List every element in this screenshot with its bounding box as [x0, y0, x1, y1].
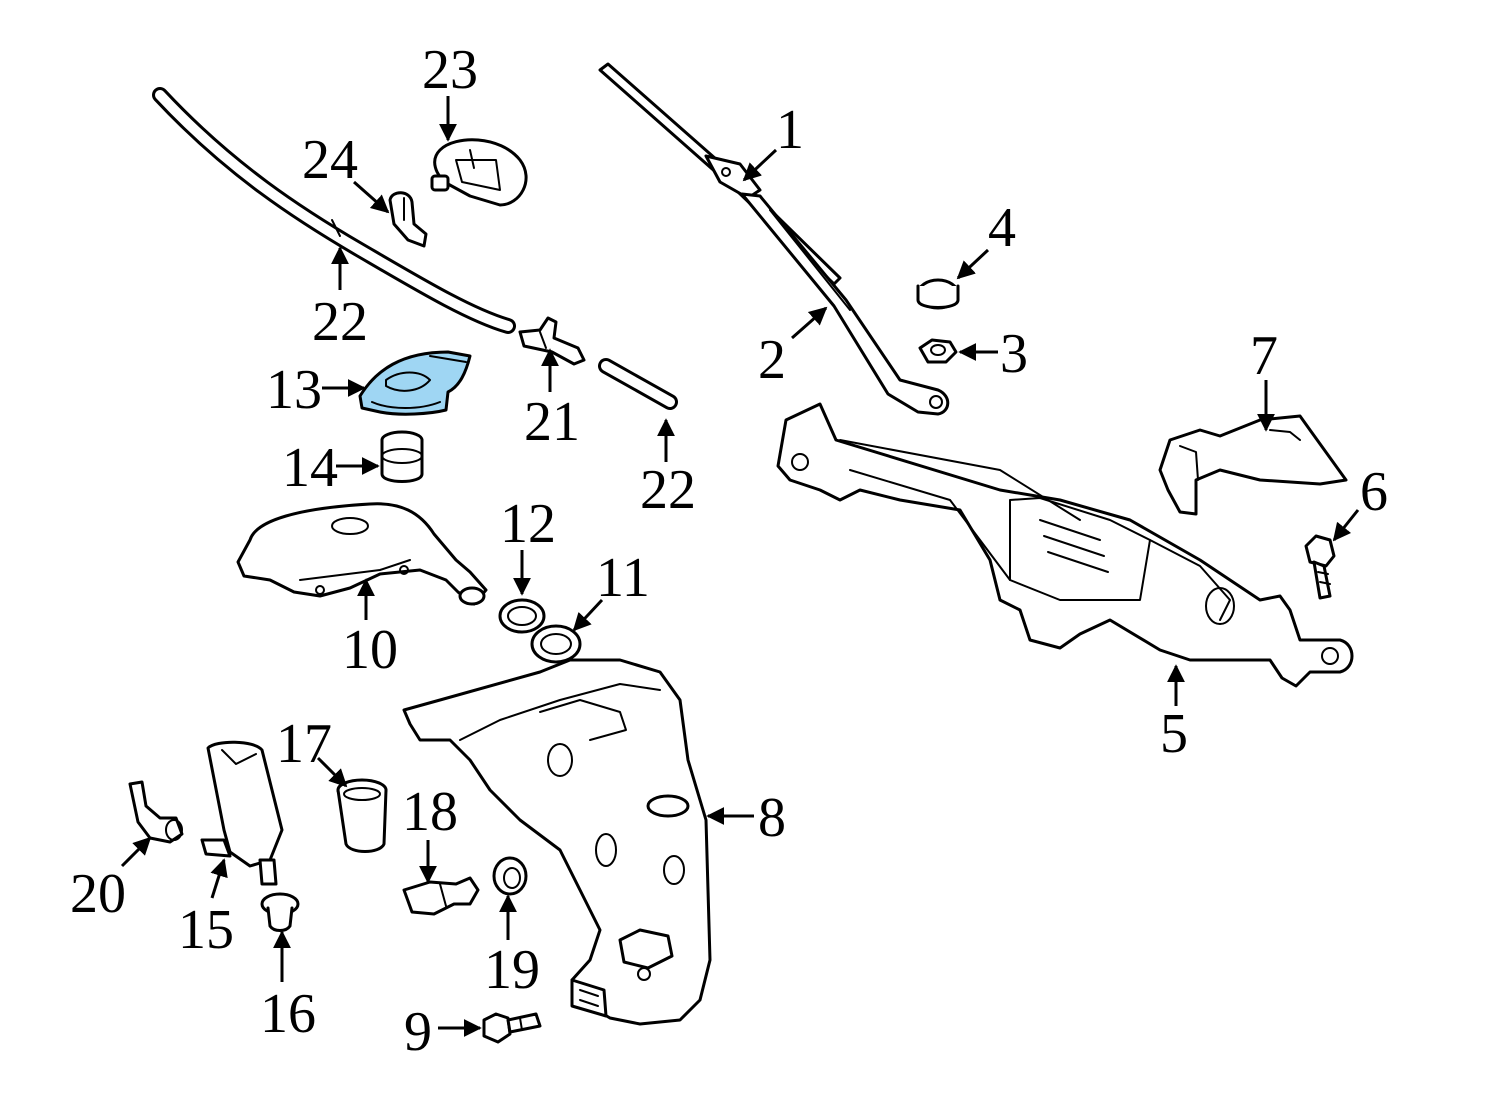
callout-22-upper: 22	[312, 246, 368, 353]
callout-15: 15	[178, 858, 234, 961]
callout-7: 7	[1250, 325, 1278, 432]
callout-19: 19	[484, 894, 540, 1001]
callout-5: 5	[1160, 664, 1188, 765]
callout-label: 11	[596, 547, 650, 609]
part-nut	[918, 338, 958, 364]
callout-1: 1	[742, 99, 804, 182]
part-seal-cover-highlighted	[358, 350, 472, 416]
callout-label: 17	[276, 713, 332, 775]
part-sensor-grommet	[492, 856, 528, 896]
callout-label: 8	[758, 787, 786, 849]
callout-label: 2	[758, 329, 786, 391]
callout-label: 13	[266, 359, 322, 421]
callout-label: 5	[1160, 703, 1188, 765]
callout-4: 4	[956, 197, 1016, 280]
callout-label: 16	[260, 983, 316, 1045]
callout-label: 3	[1000, 323, 1028, 385]
callout-label: 12	[500, 493, 556, 555]
callout-label: 9	[404, 1001, 432, 1063]
part-o-ring-large	[530, 624, 582, 664]
part-level-sensor	[402, 876, 480, 916]
part-washer-reservoir	[402, 658, 712, 1026]
callout-16: 16	[260, 930, 316, 1045]
callout-18: 18	[402, 781, 458, 884]
callout-24: 24	[302, 129, 390, 214]
callout-9: 9	[404, 1001, 482, 1063]
callout-21: 21	[524, 348, 580, 453]
callout-6: 6	[1332, 461, 1388, 542]
callout-label: 14	[282, 437, 338, 499]
part-o-ring-small	[498, 598, 546, 634]
callout-13: 13	[266, 359, 366, 421]
callout-label: 6	[1360, 461, 1388, 523]
callout-8: 8	[706, 787, 786, 849]
callout-label: 4	[988, 197, 1016, 259]
callout-label: 22	[312, 291, 368, 353]
callout-label: 24	[302, 129, 358, 191]
callout-11: 11	[572, 547, 650, 632]
callout-label: 7	[1250, 325, 1278, 387]
callout-14: 14	[282, 437, 380, 499]
callout-label: 10	[342, 619, 398, 681]
part-washer-hose-upper	[152, 87, 516, 334]
part-washer-pump	[200, 740, 284, 886]
part-bracket	[1158, 414, 1348, 516]
callout-12: 12	[500, 493, 556, 596]
callout-label: 23	[422, 39, 478, 101]
part-bolt-lower	[482, 1012, 542, 1044]
callout-label: 15	[178, 899, 234, 961]
part-reservoir-upper	[236, 502, 488, 606]
part-wiper-linkage-motor	[776, 402, 1354, 688]
callout-label: 22	[640, 459, 696, 521]
part-nozzle-elbow	[388, 191, 428, 248]
callout-22-lower: 22	[640, 418, 696, 521]
part-washer-nozzle	[430, 138, 528, 207]
callout-23: 23	[422, 39, 478, 142]
callout-label: 20	[70, 863, 126, 925]
callout-label: 21	[524, 391, 580, 453]
part-washer-hose-lower	[598, 358, 678, 410]
callout-label: 19	[484, 939, 540, 1001]
part-pump-grommet	[260, 892, 300, 932]
part-grommet	[380, 430, 424, 483]
callout-label: 1	[776, 99, 804, 161]
part-pump-elbow	[128, 780, 184, 844]
part-sleeve	[336, 778, 388, 853]
callout-label: 18	[402, 781, 458, 843]
callout-2: 2	[758, 306, 828, 391]
part-bolt-upper	[1304, 534, 1336, 600]
part-wiper-arm	[740, 192, 950, 416]
callout-3: 3	[958, 323, 1028, 385]
part-cap	[916, 278, 960, 310]
part-hose-connector	[518, 316, 586, 366]
callout-20: 20	[70, 836, 152, 925]
callout-10: 10	[342, 578, 398, 681]
callout-17: 17	[276, 713, 348, 788]
